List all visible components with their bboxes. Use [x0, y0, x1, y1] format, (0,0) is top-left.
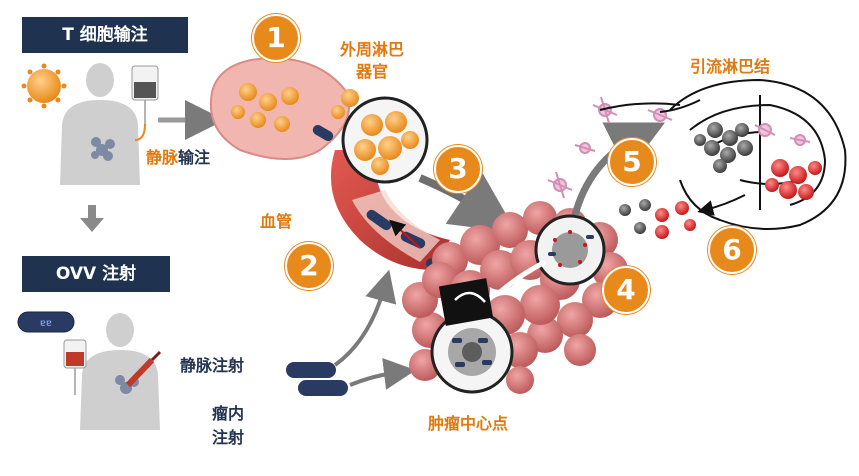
- step-1-badge: 1: [252, 14, 300, 62]
- arrow-iv-to-vessel: [333, 269, 397, 367]
- viruses-injected-icon: [286, 362, 348, 396]
- lymph-node-red-cells: [765, 159, 822, 200]
- t-cell-infusion-label: T 细胞输注: [22, 17, 188, 53]
- arrow-tumor-to-zoom4: [498, 259, 547, 294]
- patient-silhouette-top: [60, 63, 140, 185]
- virus-icon: ɐɐ: [17, 311, 75, 333]
- lymph-node-gray-cells: [694, 122, 753, 173]
- peripheral-lymphoid-label-2: 器官: [356, 62, 389, 81]
- syringe-icon: [125, 350, 162, 388]
- step-6-badge: 6: [708, 226, 756, 274]
- iv-infusion-label-a: 静脉: [146, 148, 179, 167]
- iv-bag-icon: [131, 65, 159, 141]
- peripheral-lymphoid-label-1: 外周淋巴: [340, 40, 405, 59]
- blood-vessel-label: 血管: [260, 212, 293, 231]
- tumor-detail-pointer: [438, 278, 494, 326]
- tumor-center-zoom: [430, 310, 514, 394]
- svg-text:ɐɐ: ɐɐ: [40, 318, 52, 329]
- lymphoid-zoom-circle: [341, 96, 429, 184]
- step-4-badge: 4: [602, 266, 650, 314]
- dendritic-cells: [547, 96, 673, 199]
- arrow-intratumoral: [349, 358, 416, 390]
- vessel-flow-arrow: [389, 219, 421, 249]
- intratumoral-label-2: 注射: [212, 428, 245, 447]
- draining-lymph-node-label: 引流淋巴结: [690, 57, 771, 76]
- arrow-step-3: [418, 170, 517, 233]
- patient-silhouette-bottom: [80, 313, 160, 430]
- step-2-badge: 2: [285, 242, 333, 290]
- t-cell-icon: [21, 63, 67, 109]
- arrow-down-left: [80, 205, 104, 232]
- iv-infusion-label: 静脉输注: [146, 144, 210, 168]
- tumor-center-label: 肿瘤中心点: [428, 414, 509, 433]
- intratumoral-label-1: 瘤内: [212, 404, 245, 423]
- lymphoid-organ: [209, 56, 359, 160]
- lymph-node-dendritic: [754, 123, 811, 146]
- iv-bag-bottom-icon: [63, 339, 87, 395]
- arrow-step-6: [697, 194, 746, 216]
- ovv-injection-label: OVV 注射: [22, 256, 170, 292]
- outgoing-t-cells: [619, 199, 696, 239]
- iv-infusion-label-b: 输注: [178, 148, 211, 167]
- tumor-in-body-icon: [91, 137, 115, 161]
- step-3-badge: 3: [434, 145, 482, 193]
- step-5-badge: 5: [608, 138, 656, 186]
- iv-injection-label: 静脉注射: [180, 356, 245, 375]
- tumor-zoom-circle-4: [534, 214, 606, 286]
